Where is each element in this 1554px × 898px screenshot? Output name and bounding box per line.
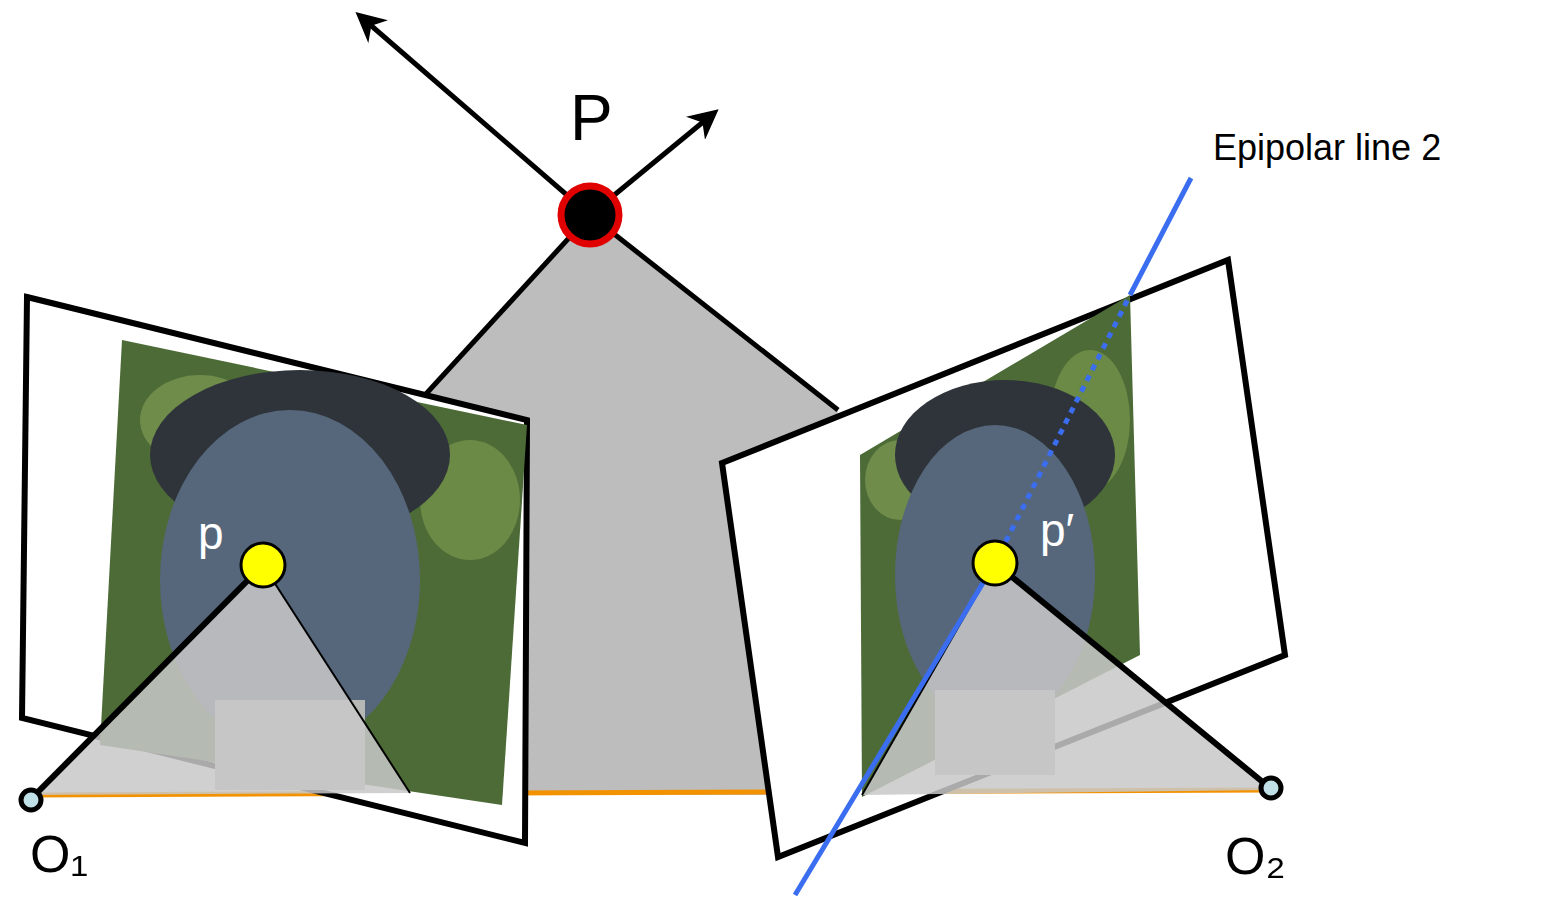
camera-center [21,790,41,810]
camera-center [1261,778,1281,798]
axis-arrow [360,16,590,215]
image-plane [722,260,1285,857]
camera-label: O₁ [30,828,88,880]
ray [590,215,838,410]
ray [995,563,1270,788]
ray [263,565,410,793]
epipolar-line [795,563,995,895]
ray [425,215,590,395]
point-label: P [570,86,613,150]
image-point [241,543,285,587]
epipolar-line [1130,178,1191,295]
epipolar-line [995,295,1130,563]
image-plane [22,297,527,843]
ray [30,565,263,800]
plane-section [30,565,410,795]
line-label: Epipolar line 2 [1213,130,1441,166]
point-label: p [198,510,224,556]
camera-label: O₂ [1225,830,1286,882]
point-label: p′ [1040,507,1074,553]
image-point [973,541,1017,585]
world-point [561,186,619,244]
